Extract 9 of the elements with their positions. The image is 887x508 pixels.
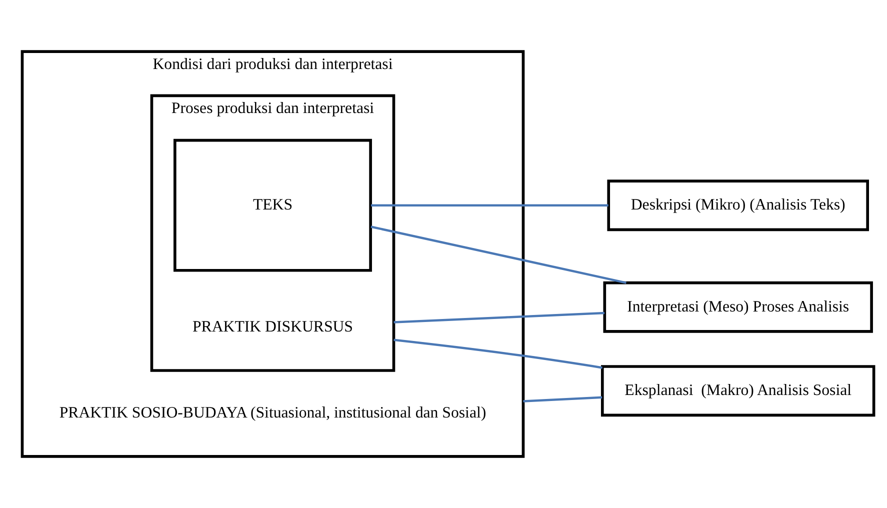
connector bbox=[394, 338, 602, 369]
node-box: Interpretasi (Meso) Proses Analisis bbox=[603, 281, 873, 333]
node-box: Eksplanasi (Makro) Analisis Sosial bbox=[600, 365, 876, 417]
connector bbox=[394, 312, 605, 324]
node-box: TEKS bbox=[174, 138, 372, 272]
node-box: Deskripsi (Mikro) (Analisis Teks) bbox=[607, 180, 869, 232]
connector bbox=[370, 204, 608, 206]
connector bbox=[523, 396, 602, 402]
connector bbox=[370, 226, 626, 284]
